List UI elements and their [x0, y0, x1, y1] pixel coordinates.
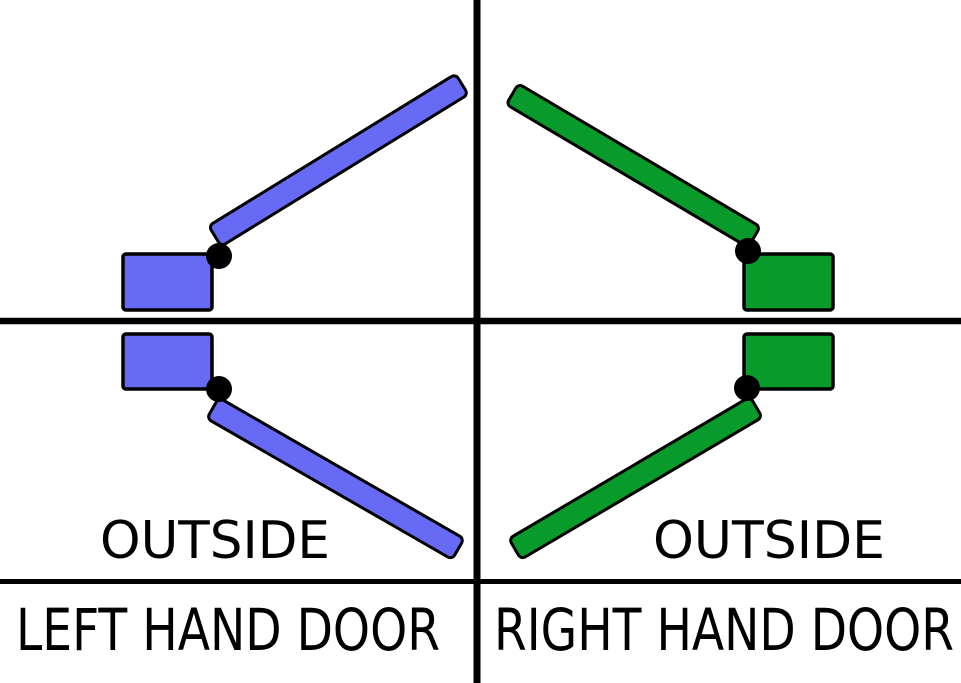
- right-bottom-hinge-dot-icon: [734, 375, 760, 401]
- left-panel-caption: LEFT HAND DOOR: [16, 596, 440, 664]
- right-door-panel: OUTSIDE RIGHT HAND DOOR: [494, 84, 954, 664]
- left-bottom-hinge-dot-icon: [206, 376, 232, 402]
- left-bottom-doorframe: [121, 332, 214, 391]
- left-top-hinge-dot-icon: [206, 243, 232, 269]
- left-bottom-door-leaf: [207, 397, 464, 560]
- right-top-hinge-dot-icon: [735, 238, 761, 264]
- left-door-panel: OUTSIDE LEFT HAND DOOR: [16, 74, 468, 664]
- right-bottom-door-leaf: [509, 396, 762, 560]
- right-top-doorframe: [742, 252, 835, 312]
- right-bottom-doorframe: [742, 332, 835, 391]
- right-top-door-leaf: [506, 84, 760, 248]
- left-outside-label: OUTSIDE: [100, 511, 330, 571]
- left-top-doorframe: [121, 252, 214, 312]
- right-outside-label: OUTSIDE: [653, 511, 885, 571]
- right-panel-caption: RIGHT HAND DOOR: [494, 596, 954, 664]
- left-top-door-leaf: [208, 74, 468, 246]
